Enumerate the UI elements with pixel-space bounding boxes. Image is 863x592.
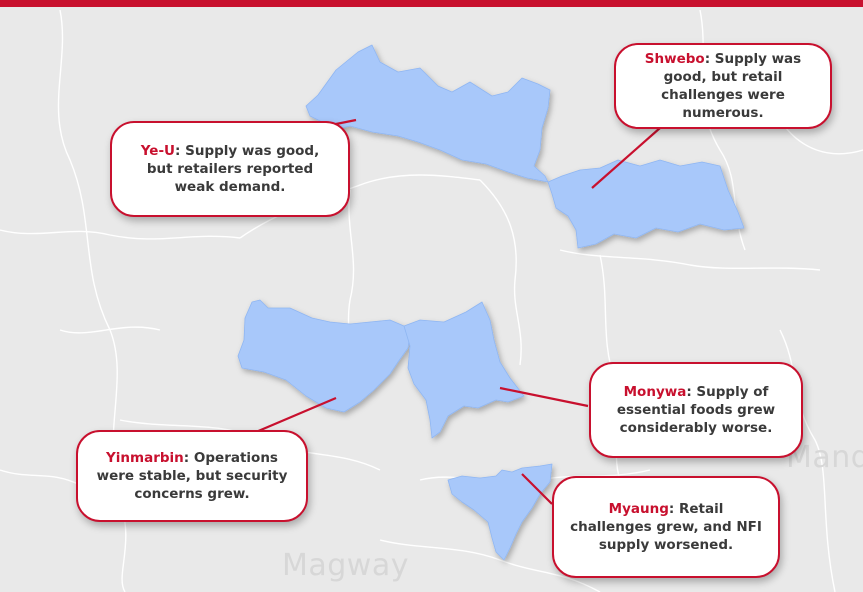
leader-shwebo bbox=[591, 127, 661, 189]
region-yinmarbin bbox=[237, 299, 411, 413]
callout-text: Shwebo: Supply was good, but retail chal… bbox=[630, 50, 816, 123]
callout-yinmarbin: Yinmarbin: Operations were stable, but s… bbox=[76, 430, 308, 522]
callout-text: Myaung: Retail challenges grew, and NFI … bbox=[568, 500, 764, 555]
callout-body: : Operations were stable, but security c… bbox=[96, 449, 288, 503]
region-shwebo bbox=[547, 159, 745, 249]
callout-text: Monywa: Supply of essential foods grew c… bbox=[605, 383, 787, 438]
callout-body: : Supply was good, but retail challenges… bbox=[661, 50, 802, 122]
leader-monywa bbox=[499, 386, 589, 408]
region-ye-u bbox=[305, 44, 551, 183]
callout-shwebo: Shwebo: Supply was good, but retail chal… bbox=[614, 43, 832, 129]
callout-text: Ye-U: Supply was good, but retailers rep… bbox=[126, 142, 334, 197]
region-myaung bbox=[447, 463, 553, 561]
city-name: Ye-U bbox=[140, 142, 176, 159]
callout-body: : Retail challenges grew, and NFI supply… bbox=[570, 500, 762, 554]
callout-monywa: Monywa: Supply of essential foods grew c… bbox=[589, 362, 803, 458]
callout-text: Yinmarbin: Operations were stable, but s… bbox=[92, 449, 292, 504]
city-name: Shwebo bbox=[644, 50, 705, 67]
callout-ye-u: Ye-U: Supply was good, but retailers rep… bbox=[110, 121, 350, 217]
city-name: Myaung bbox=[608, 500, 669, 517]
leader-lines bbox=[255, 118, 661, 505]
township-regions bbox=[237, 44, 745, 561]
leader-myaung bbox=[521, 473, 553, 505]
top-accent-bar bbox=[0, 0, 863, 7]
region-monywa bbox=[403, 301, 525, 439]
callout-body: : Supply of essential foods grew conside… bbox=[616, 383, 776, 437]
callout-body: : Supply was good, but retailers reporte… bbox=[146, 142, 320, 196]
label-magway: Magway bbox=[282, 548, 409, 583]
city-name: Yinmarbin bbox=[106, 449, 184, 466]
city-name: Monywa bbox=[623, 383, 687, 400]
leader-yinmarbin bbox=[255, 396, 337, 434]
callout-myaung: Myaung: Retail challenges grew, and NFI … bbox=[552, 476, 780, 578]
